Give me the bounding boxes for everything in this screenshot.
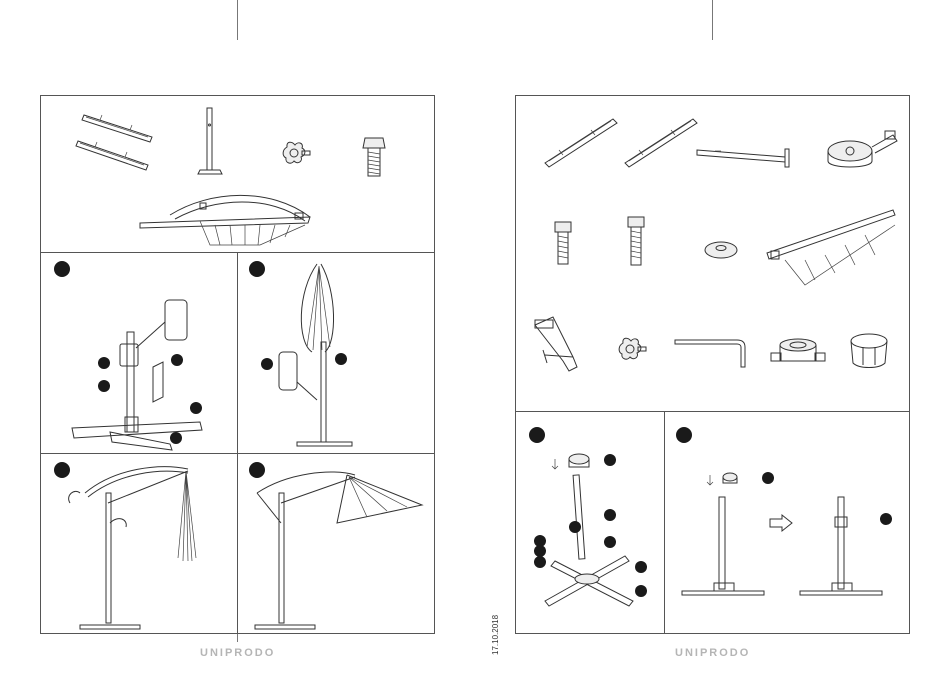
canopy-raise-icon [69, 467, 196, 629]
right-step-1 [515, 411, 664, 634]
base-clamp-icon [771, 339, 825, 361]
cross-base-assembly-icon [534, 454, 647, 606]
left-step-1 [40, 252, 237, 453]
folded-umbrella-mount-icon [261, 264, 352, 446]
crank-handle-icon [535, 317, 577, 371]
step-badge-4 [249, 462, 265, 478]
hex-bolt-icon [363, 138, 385, 176]
right-brand-logo: UNIPRODO [675, 647, 750, 659]
step-badge-3 [54, 462, 70, 478]
step-badge-2 [676, 427, 692, 443]
long-bolt-icon [628, 217, 644, 265]
crop-mark-left [237, 0, 238, 40]
folded-canopy-arm-icon [140, 195, 310, 245]
ring-clamp-icon [851, 334, 887, 368]
left-parts-panel [40, 95, 435, 252]
right-step-2 [664, 411, 910, 634]
canopy-frame-icon [767, 210, 895, 285]
allen-key-icon [675, 340, 745, 367]
left-brand-logo: UNIPRODO [200, 647, 275, 659]
washer-icon [705, 242, 737, 258]
print-date: 17.10.2018 [491, 615, 500, 655]
step-badge-1 [529, 427, 545, 443]
right-parts-panel [515, 95, 910, 411]
left-step-4 [237, 453, 435, 634]
star-knob-icon [619, 338, 646, 359]
base-bracket-pair-icon [76, 115, 152, 170]
cross-base-bar-icon [625, 119, 697, 167]
bolt-icon [555, 222, 571, 264]
base-pole-assembly-icon [72, 300, 202, 450]
pole-sleeve-icon [682, 472, 892, 595]
step-badge-1 [54, 261, 70, 277]
rotation-hub-icon [828, 131, 897, 167]
pole-segment-icon [697, 149, 789, 167]
crop-mark-right [712, 0, 713, 40]
left-step-2 [237, 252, 435, 453]
left-step-3 [40, 453, 237, 634]
pole-base-icon [198, 108, 222, 174]
star-knob-icon [283, 142, 310, 163]
cross-base-bar-icon [545, 119, 617, 167]
open-umbrella-icon [255, 472, 422, 629]
step-badge-2 [249, 261, 265, 277]
